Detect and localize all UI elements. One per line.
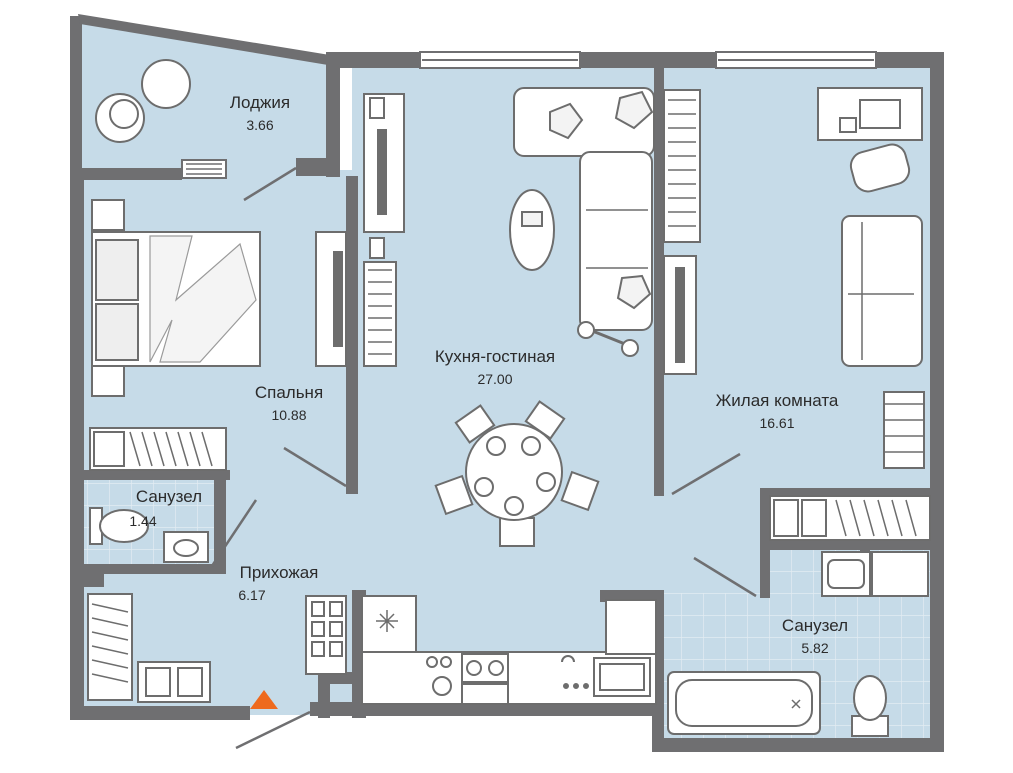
wall (760, 488, 936, 498)
laptop (859, 99, 901, 129)
kitchen-wall-cabinet (605, 599, 657, 655)
room-area: 27.00 (477, 371, 513, 388)
sofa-living (841, 215, 923, 367)
scooter-wheel (621, 339, 639, 357)
wall (70, 16, 82, 176)
room-area: 10.88 (271, 407, 307, 424)
wall (78, 14, 336, 66)
door-lines (210, 166, 757, 750)
bathroom-label: Санузел 5.82 (760, 615, 870, 658)
small-wc-label: Санузел 1.44 (114, 486, 224, 531)
dining-group (434, 400, 600, 547)
walls (70, 14, 944, 752)
scooter-wheel (577, 321, 595, 339)
office-chair (849, 143, 911, 193)
room-name: Лоджия (229, 93, 291, 112)
wall (214, 470, 226, 570)
room-area: 6.17 (238, 587, 266, 604)
entrance-triangle-icon (250, 690, 278, 709)
wall (760, 540, 936, 550)
loggia-round-table (141, 59, 191, 109)
room-name: Санузел (135, 487, 203, 506)
room-name: Жилая комната (715, 391, 839, 410)
bedside-table (91, 365, 125, 397)
room-area: 1.44 (129, 513, 157, 530)
loggia-label: Лоджия 3.66 (205, 92, 315, 135)
room-area: 3.66 (246, 117, 274, 134)
wall (296, 158, 340, 176)
room-name: Спальня (254, 383, 324, 402)
bookshelf-kitchen (363, 261, 397, 367)
room-area: 5.82 (801, 640, 829, 657)
washing-machine (871, 551, 929, 597)
loggia-chair (95, 93, 145, 143)
toilet (99, 509, 149, 543)
wall (346, 176, 358, 494)
wall (310, 702, 664, 716)
wall (654, 68, 664, 496)
wall (318, 672, 330, 718)
hall-label: Прихожая 6.17 (224, 562, 334, 605)
room-area: 16.61 (759, 415, 795, 432)
wall (70, 168, 182, 180)
wall (70, 706, 250, 720)
room-name: Прихожая (239, 563, 319, 582)
kettle (432, 676, 452, 696)
wall (326, 52, 340, 177)
wall (930, 52, 944, 752)
oven (461, 683, 509, 705)
sofa-section (579, 151, 653, 331)
loggia-floor (82, 20, 326, 170)
room-name: Кухня-гостиная (434, 347, 556, 366)
room-name: Санузел (781, 616, 849, 635)
wall (70, 470, 230, 480)
wall (652, 738, 944, 752)
corridor-floor (600, 493, 770, 593)
wall (70, 564, 226, 574)
living-room-label: Жилая комната 16.61 (692, 390, 862, 433)
bookshelf-living (663, 89, 701, 243)
wall (84, 565, 104, 587)
toilet-bath (853, 675, 887, 721)
wall (70, 170, 84, 720)
kitchen-living-label: Кухня-гостиная 27.00 (410, 346, 580, 389)
furniture (87, 59, 931, 737)
bedside-table (91, 199, 125, 231)
bedroom-label: Спальня 10.88 (234, 382, 344, 425)
